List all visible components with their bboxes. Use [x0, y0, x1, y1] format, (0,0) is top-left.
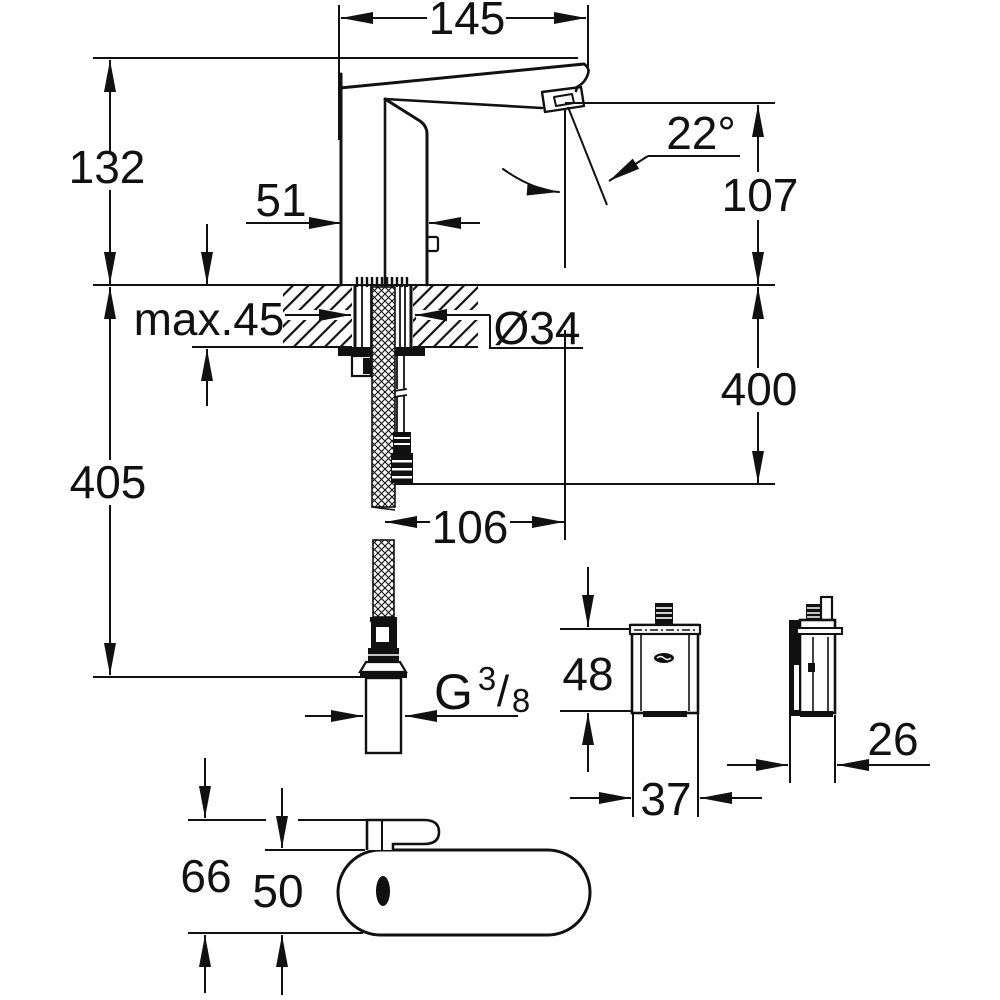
- dimension-labels: 145 132 51 22° 107 max.45 Ø34 400 405 10…: [69, 0, 919, 917]
- faucet-side-view: [338, 62, 590, 287]
- dim-cable-length-label: 400: [721, 363, 798, 415]
- thread-size-letter: G: [434, 664, 473, 720]
- dim-box-width-label: 37: [640, 773, 691, 825]
- spout-underside-edge: [383, 97, 544, 110]
- box-front-lid: [628, 623, 702, 636]
- dim-box-height-label: 48: [562, 648, 613, 700]
- faucet-top-edge: [338, 62, 586, 90]
- sensor-window-spout: [553, 93, 575, 107]
- water-stream-line: [567, 106, 608, 206]
- control-box-side-view: [789, 595, 843, 717]
- angle-arc-arrow: [502, 168, 560, 196]
- dim-spray-angle-label: 22°: [666, 107, 736, 159]
- faucet-front-edge: [383, 97, 429, 287]
- supply-hose: [358, 286, 408, 755]
- control-box-front-view: [628, 603, 702, 717]
- dim-hole-diameter-label: Ø34: [494, 302, 581, 354]
- box-side-lid-seam: [796, 627, 843, 635]
- thread-size-numerator: 3: [478, 660, 496, 697]
- dim-outlet-height-label: 107: [722, 169, 799, 221]
- thread-size-denominator: 8: [512, 682, 530, 719]
- dim-outlet-offset-label: 106: [432, 501, 509, 553]
- dim-hose-length-label: 405: [70, 456, 147, 508]
- thread-ticks: [355, 277, 409, 287]
- hose-nut: [358, 660, 408, 674]
- sensor-cable: [391, 356, 413, 483]
- cable-plug-tip: [393, 432, 411, 453]
- thread-size-slash: /: [497, 667, 510, 716]
- dim-body-depth-label: 51: [255, 174, 306, 226]
- dim-topview-total-label: 66: [180, 850, 231, 902]
- dim-box-depth-label: 26: [867, 713, 918, 765]
- top-view-spout: [365, 818, 441, 850]
- dim-deck-thickness-label: max.45: [134, 293, 285, 345]
- top-view-sensor-window: [376, 876, 390, 906]
- thread-pipe: [364, 676, 403, 755]
- dimension-lines: [104, 11, 930, 995]
- aerator-outlet: [540, 85, 586, 114]
- top-view-body: [336, 848, 592, 937]
- faucet-top-view: [336, 818, 592, 937]
- front-sensor-tab: [425, 235, 440, 253]
- extension-lines: [93, 5, 836, 934]
- box-side-outline: [798, 618, 837, 715]
- dim-topview-body-label: 50: [252, 865, 303, 917]
- dim-spout-height-label: 132: [69, 141, 146, 193]
- dim-spout-reach-label: 145: [429, 0, 506, 44]
- spout-tip: [574, 62, 590, 93]
- thread-nipple-front: [655, 603, 673, 625]
- box-front-outline: [630, 623, 700, 715]
